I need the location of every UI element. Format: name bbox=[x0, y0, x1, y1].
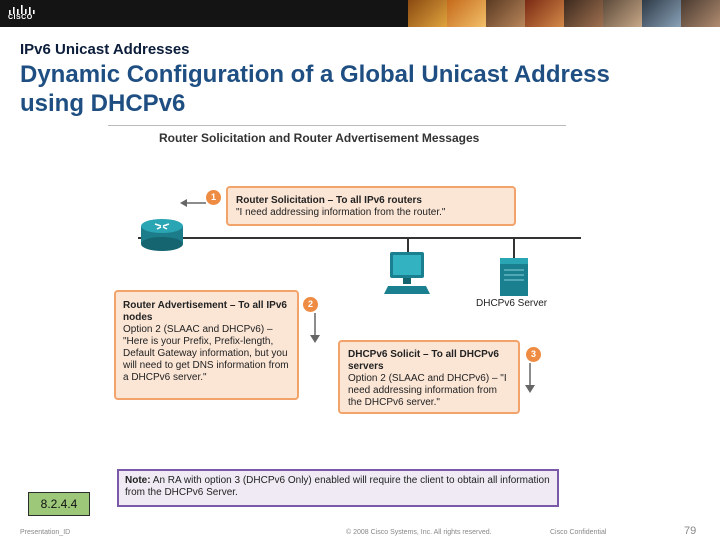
header-banner: CISCO bbox=[0, 0, 720, 27]
page-number: 79 bbox=[684, 525, 696, 537]
photo-strip bbox=[408, 0, 720, 27]
step-badge-2: 2 bbox=[303, 297, 318, 312]
note-box: Note: An RA with option 3 (DHCPv6 Only) … bbox=[117, 469, 559, 507]
note-text: An RA with option 3 (DHCPv6 Only) enable… bbox=[125, 475, 550, 498]
server-icon bbox=[498, 256, 530, 298]
cisco-wordmark: CISCO bbox=[8, 14, 33, 21]
callout-dhcpv6-solicit: DHCPv6 Solicit – To all DHCPv6 servers O… bbox=[338, 340, 520, 414]
footer-presentation-id: Presentation_ID bbox=[20, 529, 70, 536]
figure-top-rule bbox=[108, 125, 566, 126]
footer-classification: Cisco Confidential bbox=[550, 529, 606, 536]
note-label: Note: bbox=[125, 475, 151, 486]
server-label: DHCPv6 Server bbox=[476, 298, 547, 309]
callout-heading: Router Advertisement – To all IPv6 nodes bbox=[123, 300, 291, 324]
callout-body: Option 2 (SLAAC and DHCPv6) – "Here is y… bbox=[123, 324, 291, 384]
figure-title: Router Solicitation and Router Advertise… bbox=[159, 131, 479, 145]
callout-router-solicitation: Router Solicitation – To all IPv6 router… bbox=[226, 186, 516, 226]
step-badge-1: 1 bbox=[206, 190, 221, 205]
slide-title: Dynamic Configuration of a Global Unicas… bbox=[20, 60, 660, 118]
pc-icon bbox=[384, 248, 430, 296]
callout-body: "I need addressing information from the … bbox=[236, 207, 514, 219]
arrow-left-icon bbox=[180, 198, 206, 208]
callout-heading: DHCPv6 Solicit – To all DHCPv6 servers bbox=[348, 349, 512, 373]
footer-copyright: © 2008 Cisco Systems, Inc. All rights re… bbox=[346, 529, 492, 536]
callout-router-advertisement: Router Advertisement – To all IPv6 nodes… bbox=[114, 290, 299, 400]
section-reference-badge: 8.2.4.4 bbox=[28, 492, 90, 516]
arrow-down-icon bbox=[309, 313, 321, 343]
slide-subtitle: IPv6 Unicast Addresses bbox=[20, 41, 190, 58]
callout-heading: Router Solicitation – To all IPv6 router… bbox=[236, 195, 514, 207]
arrow-down-icon bbox=[523, 363, 537, 393]
server-link bbox=[513, 238, 515, 258]
callout-body: Option 2 (SLAAC and DHCPv6) – "I need ad… bbox=[348, 373, 512, 409]
step-badge-3: 3 bbox=[526, 347, 541, 362]
router-icon bbox=[139, 216, 185, 252]
